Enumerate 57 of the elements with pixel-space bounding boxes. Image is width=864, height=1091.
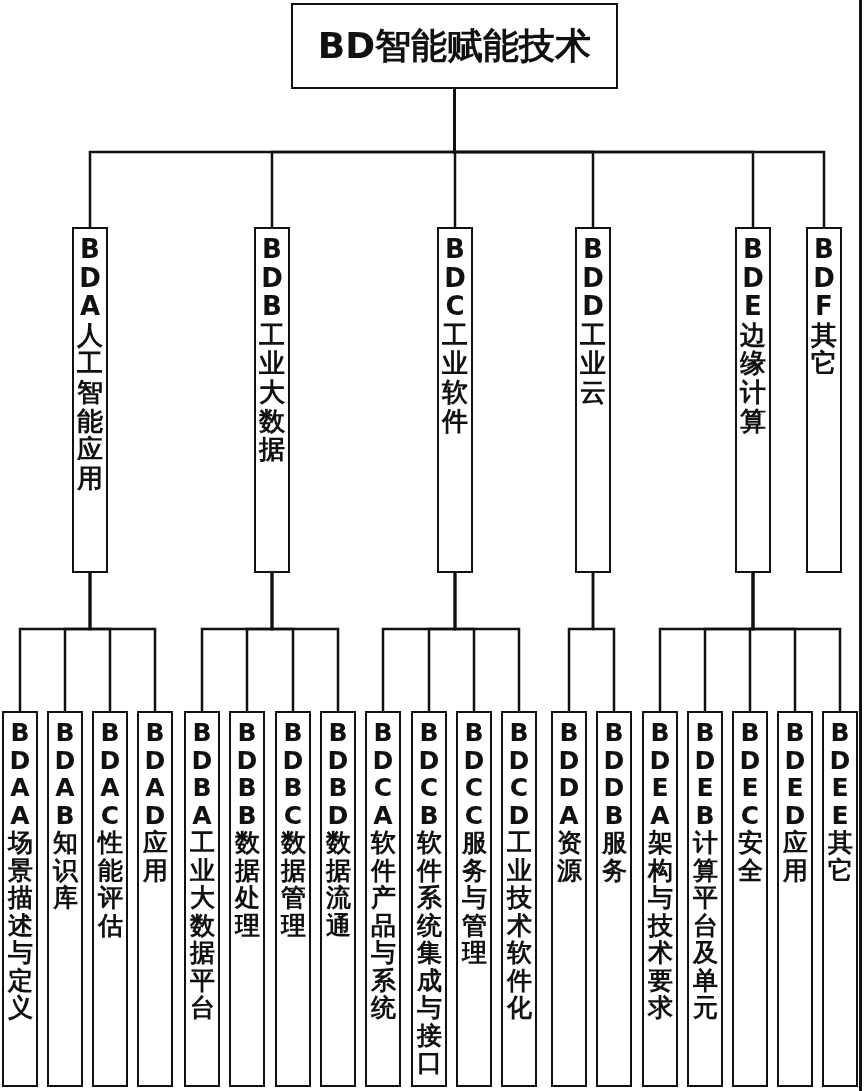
category-label: BDC工业软件 <box>442 235 468 436</box>
category-label: BDEB计算平台及单元 <box>692 719 718 1022</box>
category-label: BDCB软件系统集成与接口 <box>416 719 442 1077</box>
category-label: BDEE其它 <box>827 719 853 884</box>
category-box <box>596 711 632 1087</box>
category-box <box>2 711 38 1087</box>
category-box <box>777 711 813 1087</box>
connector-line <box>88 573 157 711</box>
category-label: BDE边缘计算 <box>740 235 766 436</box>
connector-line <box>591 573 616 711</box>
category-box <box>229 711 265 1087</box>
connector-line <box>751 573 842 711</box>
category-label: BDEC安全 <box>737 719 763 884</box>
category-box <box>92 711 128 1087</box>
category-box <box>822 711 858 1087</box>
category-box <box>275 711 311 1087</box>
category-label: BDBA工业大数据平台 <box>189 719 215 1022</box>
category-label: BDCD工业技术软件化 <box>506 719 532 1022</box>
root-label: BD智能赋能技术 <box>317 24 592 68</box>
category-box <box>137 711 173 1087</box>
category-label: BDAB知识库 <box>52 719 78 912</box>
category-box <box>735 227 771 573</box>
category-box <box>501 711 537 1087</box>
category-label: BDAC性能评估 <box>97 719 123 939</box>
category-label: BDCC服务与管理 <box>461 719 487 967</box>
root-box <box>291 3 618 89</box>
category-box <box>806 227 842 573</box>
connector-line <box>453 573 521 711</box>
category-box <box>456 711 492 1087</box>
category-box <box>320 711 356 1087</box>
category-label: BDBC数据管理 <box>280 719 306 939</box>
category-label: BDAD应用 <box>142 719 168 884</box>
category-label: BDB工业大数据 <box>259 235 285 464</box>
category-label: BDAA场景描述与定义 <box>7 719 33 1022</box>
category-box <box>254 227 290 573</box>
category-label: BDBB数据处理 <box>234 719 260 939</box>
category-label: BDA人工智能应用 <box>77 235 103 493</box>
category-box <box>72 227 108 573</box>
category-box <box>732 711 768 1087</box>
category-box <box>687 711 723 1087</box>
category-label: BDDA资源 <box>556 719 582 884</box>
connector-line <box>270 573 340 711</box>
category-label: BDD工业云 <box>580 235 606 407</box>
category-label: BDF其它 <box>811 235 837 378</box>
category-box <box>184 711 220 1087</box>
category-label: BDED应用 <box>782 719 808 884</box>
category-label: BDEA架构与技术要求 <box>647 719 673 1022</box>
category-box <box>47 711 83 1087</box>
category-label: BDDB服务 <box>601 719 627 884</box>
category-box <box>365 711 401 1087</box>
category-box <box>411 711 447 1087</box>
category-box <box>551 711 587 1087</box>
category-label: BDCA软件产品与系统 <box>370 719 396 1022</box>
category-box <box>437 227 473 573</box>
category-label: BDBD数据流通 <box>325 719 351 939</box>
category-box <box>642 711 678 1087</box>
category-box <box>575 227 611 573</box>
